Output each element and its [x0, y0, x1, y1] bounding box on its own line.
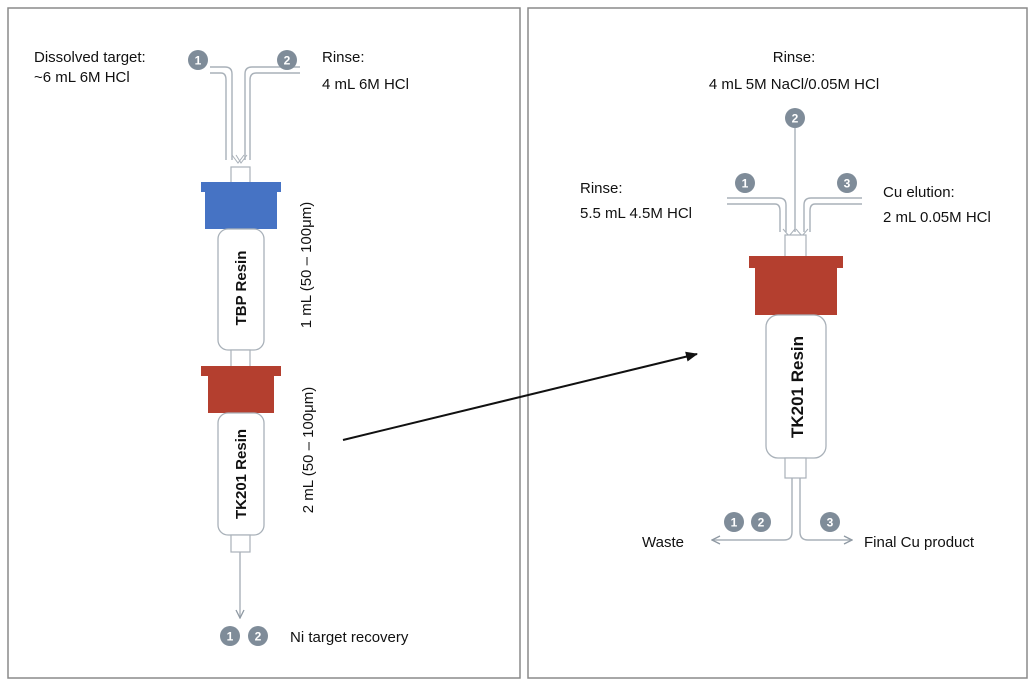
right-inlet-2-number: 2	[792, 112, 799, 126]
left-inlet-2-label: Rinse:	[322, 49, 365, 66]
left-outlet-badge-2	[248, 626, 268, 646]
right-inlet-3-number: 3	[844, 177, 851, 191]
tk201-column-left: TK201 Resin	[201, 366, 281, 553]
left-inlet-2-badge	[277, 50, 297, 70]
left-inlet-2-volume: 4 mL 6M HCl	[322, 76, 409, 93]
left-inlet-1-label: Dissolved target:	[34, 49, 146, 66]
waste-badge-2	[751, 512, 771, 532]
tk201-right-cap	[749, 256, 843, 268]
right-inlet-3-volume: 2 mL 0.05M HCl	[883, 209, 991, 226]
tk201-left-volume-label: 2 mL (50 – 100μm)	[300, 387, 317, 513]
left-outlet-number-2: 2	[255, 630, 262, 644]
right-inlet-3-label: Cu elution:	[883, 184, 955, 201]
tbp-resin-label: TBP Resin	[233, 251, 250, 326]
right-panel	[527, 7, 1028, 679]
right-inlet-3-badge	[837, 173, 857, 193]
tk201-left-cap	[201, 366, 281, 376]
left-inlet-1-badge	[188, 50, 208, 70]
tbp-volume-label: 1 mL (50 – 100μm)	[298, 202, 315, 328]
tbp-column: TBP Resin	[201, 166, 281, 368]
right-inlet-1-badge	[735, 173, 755, 193]
tk201-column-right: TK201 Resin	[749, 234, 843, 479]
left-panel	[7, 7, 521, 679]
product-number-3: 3	[827, 516, 834, 530]
left-inlet-1-number: 1	[195, 54, 202, 68]
right-inlet-2-label: Rinse:	[773, 49, 816, 66]
left-inlet-1-volume: ~6 mL 6M HCl	[34, 69, 130, 86]
waste-label: Waste	[642, 534, 684, 551]
tbp-column-cap	[201, 182, 281, 192]
right-inlet-2-volume: 4 mL 5M NaCl/0.05M HCl	[709, 76, 879, 93]
left-inlet-2-number: 2	[284, 54, 291, 68]
right-outlet-tubing	[712, 478, 852, 540]
tk201-left-resin-label: TK201 Resin	[233, 429, 250, 519]
transfer-arrow	[342, 351, 698, 441]
final-cu-product-label: Final Cu product	[864, 534, 975, 551]
right-inlet-1-number: 1	[742, 177, 749, 191]
waste-number-1: 1	[731, 516, 738, 530]
left-inlet-tubing	[210, 66, 300, 164]
left-outlet-badge-1	[220, 626, 240, 646]
left-outlet-number-1: 1	[227, 630, 234, 644]
waste-number-2: 2	[758, 516, 765, 530]
right-inlet-1-volume: 5.5 mL 4.5M HCl	[580, 205, 692, 222]
product-badge-3	[820, 512, 840, 532]
right-inlet-2-badge	[785, 108, 805, 128]
waste-badge-1	[724, 512, 744, 532]
right-inlet-1-label: Rinse:	[580, 180, 623, 197]
tk201-right-resin-label: TK201 Resin	[788, 336, 807, 438]
ni-recovery-label: Ni target recovery	[290, 629, 409, 646]
